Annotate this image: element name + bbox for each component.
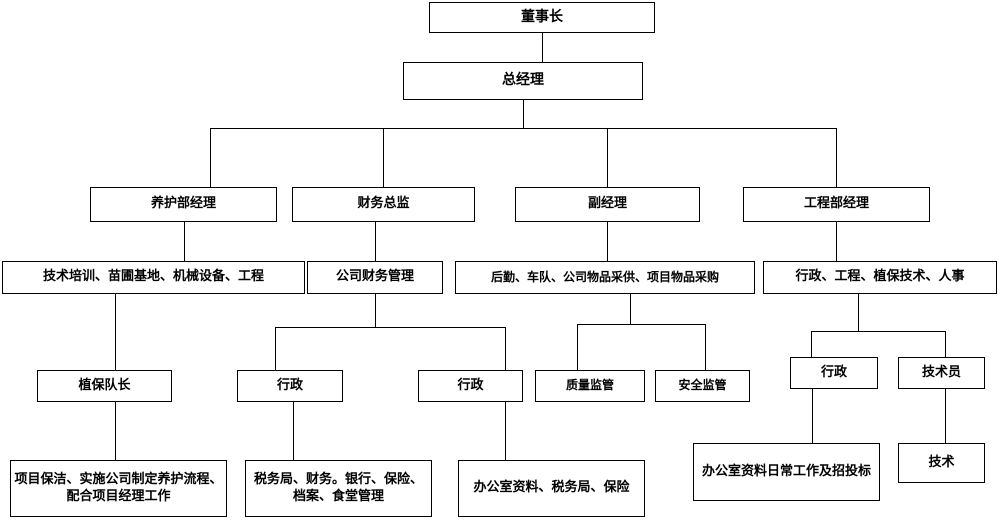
node-general-manager[interactable]: 总经理 xyxy=(403,62,643,100)
node-engineering-duties[interactable]: 行政、工程、植保技术、人事 xyxy=(763,261,997,294)
node-plant-protection-duties[interactable]: 项目保洁、实施公司制定养护流程、配合项目经理工作 xyxy=(10,460,227,517)
connector-engineering-duties-drop xyxy=(858,294,859,332)
node-admin-finance-2-duties[interactable]: 办公室资料、税务局、保险 xyxy=(458,460,645,517)
connector-bus-to-deputy-manager xyxy=(607,128,608,187)
connector-bus-to-safety-supervision xyxy=(705,324,706,371)
connector-chairman-to-general-manager xyxy=(542,33,543,63)
connector-bus-to-quality-supervision xyxy=(577,324,578,371)
connector-maintenance-duties-to-plant-protection-leader xyxy=(115,294,116,371)
connector-admin-finance-2-to-duties xyxy=(505,402,506,461)
node-technician[interactable]: 技术员 xyxy=(898,357,985,389)
node-safety-supervision[interactable]: 安全监管 xyxy=(655,370,750,402)
node-technician-duties[interactable]: 技术 xyxy=(898,443,985,483)
connector-general-manager-drop xyxy=(523,100,524,129)
connector-finance-director-to-duties xyxy=(375,222,376,262)
connector-engineering-manager-to-duties xyxy=(836,222,837,262)
node-admin-finance-1-duties[interactable]: 税务局、财务。银行、保险、档案、食堂管理 xyxy=(245,460,432,517)
connector-technician-to-duties xyxy=(945,389,946,444)
node-finance-director[interactable]: 财务总监 xyxy=(292,187,475,222)
node-finance-duties[interactable]: 公司财务管理 xyxy=(307,261,443,294)
node-plant-protection-leader[interactable]: 植保队长 xyxy=(37,370,172,402)
connector-finance-duties-drop xyxy=(375,294,376,328)
connector-level3-bus xyxy=(210,128,836,129)
connector-finance-subtree-bus xyxy=(275,327,506,328)
node-deputy-duties[interactable]: 后勤、车队、公司物品采供、项目物品采购 xyxy=(455,261,755,294)
connector-bus-to-engineering-manager xyxy=(836,128,837,187)
node-admin-engineering[interactable]: 行政 xyxy=(790,357,878,389)
connector-bus-to-finance-director xyxy=(383,128,384,187)
connector-bus-to-admin-finance-1 xyxy=(275,327,276,371)
connector-deputy-subtree-bus xyxy=(577,324,706,325)
connector-bus-to-admin-finance-2 xyxy=(505,327,506,371)
node-maintenance-manager[interactable]: 养护部经理 xyxy=(90,187,277,222)
node-deputy-manager[interactable]: 副经理 xyxy=(515,187,700,222)
connector-admin-engineering-to-duties xyxy=(812,389,813,444)
connector-bus-to-admin-engineering xyxy=(811,331,812,358)
node-quality-supervision[interactable]: 质量监管 xyxy=(535,370,645,402)
connector-engineering-subtree-bus xyxy=(811,331,945,332)
node-admin-engineering-duties[interactable]: 办公室资料日常工作及招投标 xyxy=(693,443,880,501)
connector-bus-to-technician xyxy=(945,331,946,358)
connector-deputy-manager-to-duties xyxy=(607,222,608,262)
connector-plant-protection-leader-to-duties xyxy=(115,402,116,461)
node-admin-finance-1[interactable]: 行政 xyxy=(237,370,343,402)
connector-maintenance-manager-to-duties xyxy=(184,222,185,262)
connector-bus-to-maintenance-manager xyxy=(210,128,211,187)
node-maintenance-duties[interactable]: 技术培训、苗圃基地、机械设备、工程 xyxy=(2,261,305,294)
node-engineering-manager[interactable]: 工程部经理 xyxy=(743,187,930,222)
connector-deputy-duties-drop xyxy=(630,294,631,325)
connector-admin-finance-1-to-duties xyxy=(293,402,294,461)
node-chairman[interactable]: 董事长 xyxy=(429,2,655,33)
node-admin-finance-2[interactable]: 行政 xyxy=(418,370,523,402)
